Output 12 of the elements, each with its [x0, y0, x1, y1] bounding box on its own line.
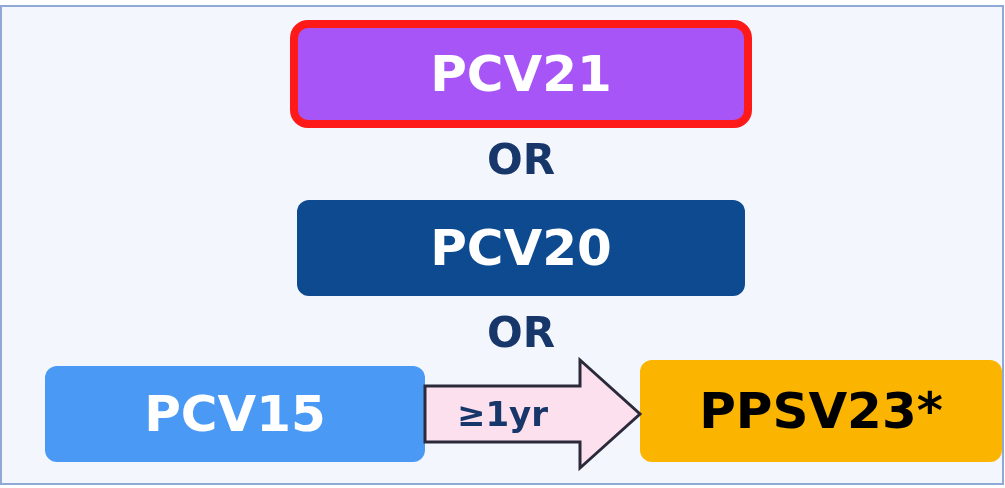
highlighted-option-box	[290, 20, 752, 128]
option-label: PCV21	[430, 45, 612, 103]
option-label: PPSV23*	[699, 382, 943, 440]
option-box	[640, 360, 1002, 462]
option-box	[45, 366, 425, 462]
connector-word: OR	[487, 308, 555, 357]
option-label: PCV20	[430, 219, 612, 277]
option-box	[297, 200, 745, 296]
edge-label: ≥1yr	[456, 394, 549, 434]
option-label: PCV15	[144, 385, 326, 443]
block-arrow	[423, 356, 643, 472]
connector-word: OR	[487, 135, 555, 184]
